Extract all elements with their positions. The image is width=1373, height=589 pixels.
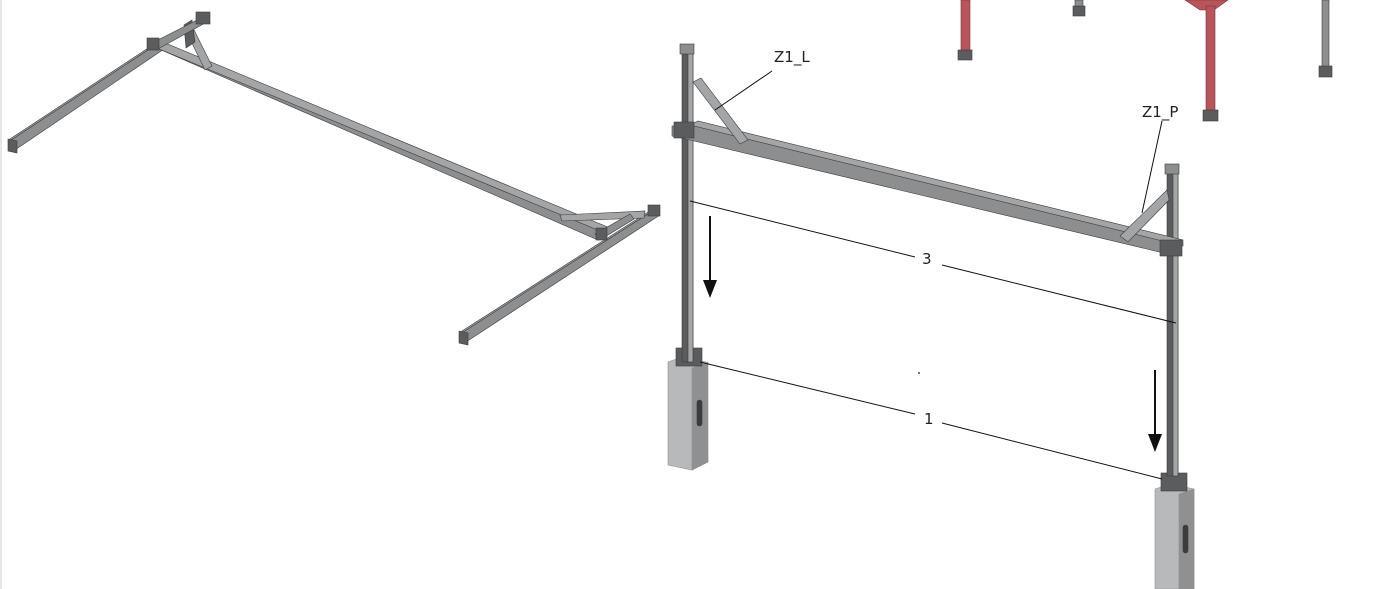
left-top-plate	[195, 11, 211, 25]
step3-leader-left	[689, 200, 916, 258]
right-brace-z1p	[1119, 189, 1170, 243]
right-post-cap	[1164, 163, 1180, 175]
top-crossbar-top	[689, 120, 1184, 247]
left-post-cap	[679, 43, 695, 55]
red-post-left	[960, 0, 971, 53]
step3-leader-right	[941, 264, 1177, 324]
red-post-right	[1205, 5, 1216, 112]
main-crossbar	[151, 45, 606, 241]
main-crossbar-top	[151, 39, 611, 234]
top-crossbar	[671, 123, 1184, 257]
red-post-right-foot	[1202, 109, 1219, 122]
left-corner-plate	[146, 37, 160, 51]
down-arrow-left	[703, 216, 717, 298]
right-arm-end-plate	[458, 330, 469, 346]
label-z1-p: Z1_P	[1142, 103, 1178, 122]
down-arrow-right	[1148, 370, 1162, 452]
right-post-face	[1172, 171, 1179, 477]
step1-leader-right	[941, 422, 1163, 480]
left-footing-slot	[696, 399, 703, 427]
top-frame-assembly	[7, 11, 661, 346]
label-step-1: 1	[924, 410, 934, 428]
step1-leader-left	[699, 361, 916, 415]
left-brace-z1l	[692, 77, 749, 145]
preview-frame	[957, 0, 1333, 122]
left-post-face	[687, 51, 694, 363]
label-step-3: 3	[922, 250, 932, 268]
z1p-leader	[1141, 120, 1163, 214]
right-arm-beam-top	[459, 206, 657, 335]
left-arm-beam	[7, 41, 168, 151]
grey-post-stub-foot	[1072, 5, 1086, 17]
grey-post-right	[1321, 0, 1330, 69]
label-z1-l: Z1_L	[774, 48, 810, 67]
right-arm-beam	[459, 209, 661, 343]
left-joint-plate	[673, 121, 695, 139]
red-post-left-foot	[957, 49, 973, 61]
z1l-leader	[714, 70, 773, 111]
right-joint-plate	[1159, 239, 1183, 257]
stray-dot	[918, 372, 920, 374]
right-top-plate	[647, 204, 661, 217]
installed-frame	[667, 43, 1195, 589]
left-arm-beam-top	[7, 38, 163, 143]
grey-post-right-foot	[1318, 65, 1333, 78]
right-corner-plate	[595, 227, 608, 241]
left-arm-end-plate	[7, 138, 18, 154]
right-footing-slot	[1182, 524, 1189, 554]
